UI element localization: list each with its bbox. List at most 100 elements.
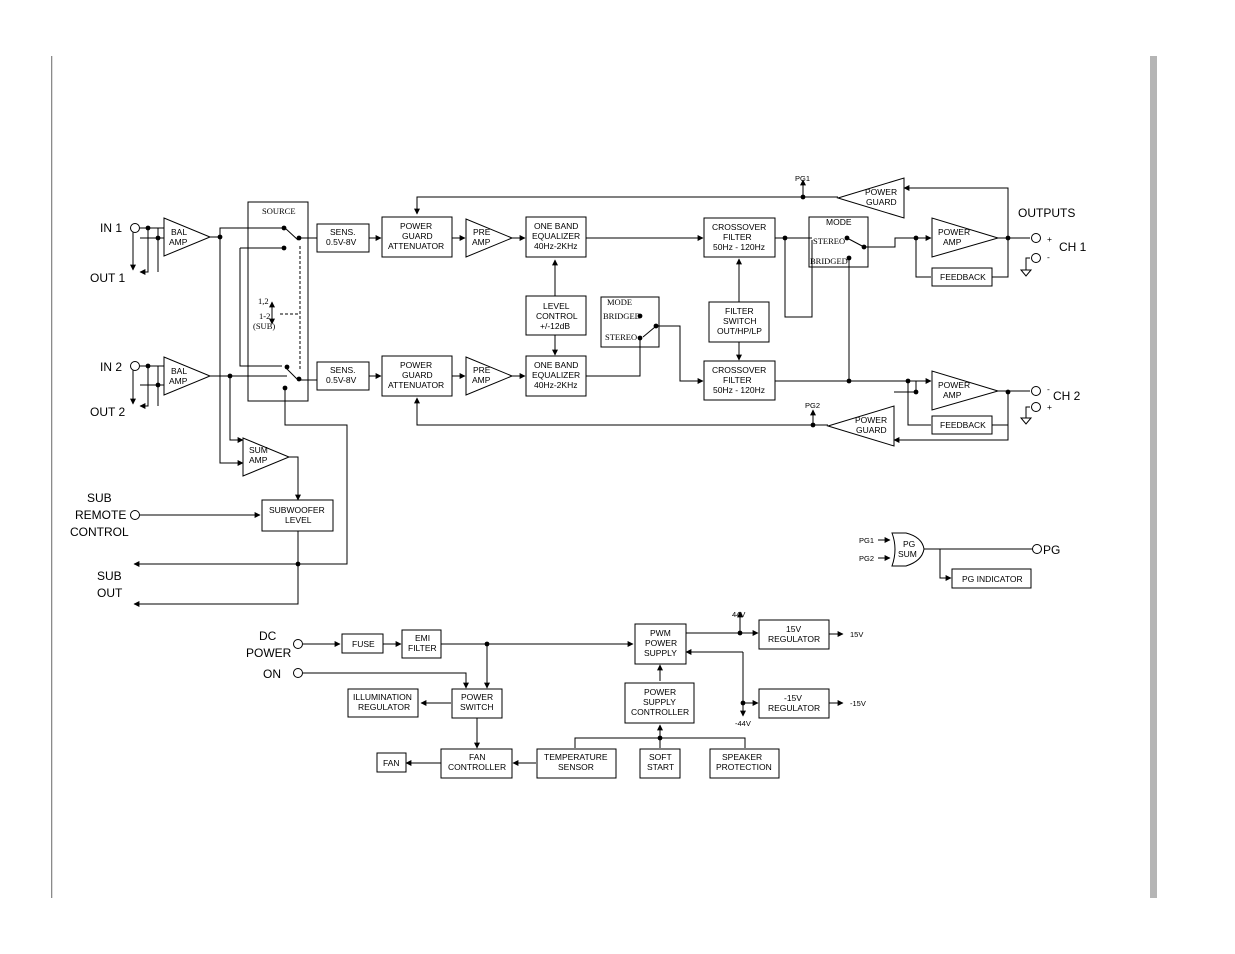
sub-remote-l2: REMOTE bbox=[75, 508, 126, 522]
sens-1-l2: 0.5V-8V bbox=[326, 237, 357, 247]
ch1-label: CH 1 bbox=[1059, 240, 1087, 254]
temperature-sensor bbox=[536, 748, 617, 779]
fan-controller bbox=[440, 748, 513, 779]
reg-15-l2: REGULATOR bbox=[768, 634, 820, 644]
pg-out-label: PG bbox=[1043, 543, 1060, 557]
sub-remote-terminal bbox=[130, 510, 140, 520]
eq-2-l3: 40Hz-2KHz bbox=[534, 380, 577, 390]
speaker-protection-l1: SPEAKER bbox=[722, 752, 762, 762]
level-control-l2: CONTROL bbox=[536, 311, 578, 321]
speaker-protection bbox=[709, 748, 780, 779]
v44-label: 44V bbox=[732, 610, 745, 619]
ch2-plus-terminal bbox=[1031, 402, 1041, 412]
pre-amp-2-l1: PRE bbox=[473, 365, 491, 375]
sens-2-l2: 0.5V-8V bbox=[326, 375, 357, 385]
sens-1 bbox=[316, 223, 370, 253]
sens-2 bbox=[316, 361, 370, 391]
mode-1-stereo: STEREO bbox=[813, 236, 845, 246]
ch1-plus-terminal bbox=[1031, 233, 1041, 243]
ch2-minus-terminal bbox=[1031, 386, 1041, 396]
vm15-label: -15V bbox=[850, 699, 866, 708]
mode-1-bridged: BRIDGED bbox=[810, 256, 848, 266]
ch1-plus: + bbox=[1047, 234, 1052, 244]
bal-amp-1-l1: BAL bbox=[171, 227, 187, 237]
sub-remote-l1: SUB bbox=[87, 491, 112, 505]
power-guard-1-l2: GUARD bbox=[866, 197, 897, 207]
pg-attenuator-2 bbox=[381, 355, 453, 397]
sub-out-l1: SUB bbox=[97, 569, 122, 583]
emi-filter-l2: FILTER bbox=[408, 643, 437, 653]
power-switch-l1: POWER bbox=[461, 692, 493, 702]
soft-start bbox=[639, 748, 681, 779]
pga-2-l2: GUARD bbox=[402, 370, 433, 380]
pre-amp-1-l1: PRE bbox=[473, 227, 491, 237]
pga-2-l1: POWER bbox=[400, 360, 432, 370]
power-guard-2-l2: GUARD bbox=[856, 425, 887, 435]
ch1-minus-terminal bbox=[1031, 253, 1041, 263]
eq-1 bbox=[525, 216, 587, 258]
vm44-label: -44V bbox=[735, 719, 751, 728]
pg-indicator-label: PG INDICATOR bbox=[962, 574, 1023, 584]
right-bar bbox=[1150, 56, 1157, 898]
pg2-tag: PG2 bbox=[805, 401, 820, 410]
power-amp-2-l1: POWER bbox=[938, 380, 970, 390]
pg-attenuator-1 bbox=[381, 216, 453, 258]
pre-amp-2 bbox=[465, 356, 514, 396]
power-guard-1-l1: POWER bbox=[865, 187, 897, 197]
pga-1-l3: ATTENUATOR bbox=[388, 241, 444, 251]
subwoofer-level-l1: SUBWOOFER bbox=[269, 505, 325, 515]
eq-2-l2: EQUALIZER bbox=[532, 370, 580, 380]
pga-1-l2: GUARD bbox=[402, 231, 433, 241]
mode-2-title: MODE bbox=[607, 297, 632, 307]
source-pos-c: (SUB) bbox=[253, 321, 275, 331]
power-amp-1-l2: AMP bbox=[943, 237, 962, 247]
pwm-l1: PWM bbox=[650, 628, 671, 638]
crossover-1-l2: FILTER bbox=[723, 232, 752, 242]
bal-amp-2-l1: BAL bbox=[171, 366, 187, 376]
emi-filter bbox=[401, 629, 442, 659]
bal-amp-2-l2: AMP bbox=[169, 376, 188, 386]
subwoofer-level-l2: LEVEL bbox=[285, 515, 312, 525]
speaker-protection-l2: PROTECTION bbox=[716, 762, 772, 772]
power-switch bbox=[451, 688, 503, 719]
filter-switch bbox=[708, 301, 770, 343]
fuse-label: FUSE bbox=[352, 639, 375, 649]
reg-15-l1: 15V bbox=[786, 624, 801, 634]
level-control-l1: LEVEL bbox=[543, 301, 570, 311]
feedback-1 bbox=[931, 267, 993, 287]
ch2-label: CH 2 bbox=[1053, 389, 1081, 403]
sub-out-l2: OUT bbox=[97, 586, 123, 600]
out2-label: OUT 2 bbox=[90, 405, 125, 419]
pg-sum-gate bbox=[891, 532, 925, 567]
pwm-l2: POWER bbox=[645, 638, 677, 648]
ps-controller-l2: SUPPLY bbox=[643, 697, 676, 707]
out1-label: OUT 1 bbox=[90, 271, 125, 285]
junction-dots bbox=[145, 194, 1011, 741]
mode-2-stereo: STEREO bbox=[605, 332, 637, 342]
fan-label: FAN bbox=[383, 758, 400, 768]
power-amp-1 bbox=[931, 217, 1000, 258]
terminals bbox=[130, 223, 1042, 678]
power-amp-1-l1: POWER bbox=[938, 227, 970, 237]
power-guard-2 bbox=[826, 405, 895, 447]
mode-1-box bbox=[808, 216, 869, 268]
pg-sum-l2: SUM bbox=[898, 549, 917, 559]
ch1-minus: - bbox=[1047, 252, 1050, 262]
feedback-2 bbox=[931, 415, 993, 435]
pg-terminal bbox=[1032, 544, 1042, 554]
power-guard-1 bbox=[836, 177, 905, 219]
illumination-l2: REGULATOR bbox=[358, 702, 410, 712]
bal-amp-2 bbox=[163, 356, 212, 396]
crossover-1-l3: 50Hz - 120Hz bbox=[713, 242, 765, 252]
power-guard-2-l1: POWER bbox=[855, 415, 887, 425]
pg-indicator bbox=[951, 568, 1032, 589]
eq-1-l3: 40Hz-2KHz bbox=[534, 241, 577, 251]
crossover-2-l2: FILTER bbox=[723, 375, 752, 385]
pre-amp-2-l2: AMP bbox=[472, 375, 491, 385]
pwm-l3: SUPPLY bbox=[644, 648, 677, 658]
ch2-plus: + bbox=[1047, 402, 1052, 412]
sens-2-l1: SENS. bbox=[330, 365, 356, 375]
illumination-regulator bbox=[347, 688, 419, 718]
reg-m15-l2: REGULATOR bbox=[768, 703, 820, 713]
